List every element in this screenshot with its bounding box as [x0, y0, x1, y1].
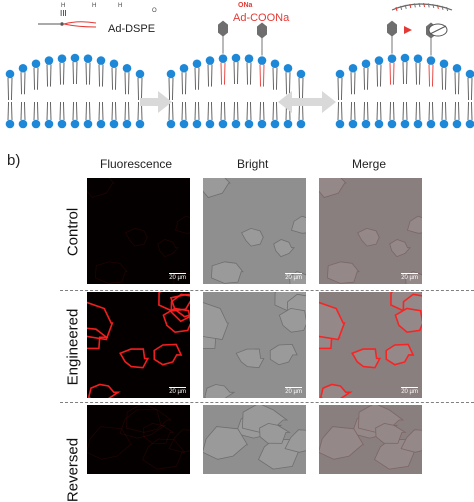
panel-letter-b: b) — [7, 152, 21, 169]
reversible-arrow — [278, 91, 336, 113]
scale-bar: 20 µm — [169, 273, 186, 281]
ad-dspe-label: Ad-DSPE — [108, 23, 156, 35]
column-heading-bright: Bright — [237, 157, 269, 171]
scale-bar: 20 µm — [169, 387, 186, 395]
row-separator-1 — [60, 290, 474, 291]
row-separator-2 — [60, 402, 474, 403]
scale-bar: 20 µm — [285, 387, 302, 395]
forward-arrow — [140, 91, 172, 113]
column-heading-fluorescence: Fluorescence — [100, 157, 173, 171]
svg-text:O: O — [152, 8, 157, 14]
svg-text:H: H — [92, 3, 96, 9]
scale-bar: 20 µm — [285, 273, 302, 281]
micrograph-control-bright: 20 µm — [203, 178, 306, 284]
row-label-engineered: Engineered — [64, 308, 82, 386]
scale-bar: 20 µm — [401, 387, 418, 395]
row-label-control: Control — [64, 207, 82, 257]
micrograph-engineered-merge: 20 µm — [319, 292, 422, 398]
column-heading-merge: Merge — [352, 157, 387, 171]
micrograph-engineered-fluor: 20 µm — [87, 292, 190, 398]
molecule-label-roman: III — [60, 9, 67, 18]
micrograph-reversed-merge — [319, 405, 422, 474]
anchor-molecules — [218, 20, 436, 56]
ona-label: ONa — [238, 2, 253, 9]
svg-text:H: H — [61, 3, 65, 9]
ad-coona-label: Ad-COONa — [233, 12, 290, 24]
micrograph-control-merge: 20 µm — [319, 178, 422, 284]
micrograph-engineered-bright: 20 µm — [203, 292, 306, 398]
binding-ligand-icon — [391, 2, 453, 37]
ad-dspe-molecule-icon: H H H O — [38, 3, 157, 28]
svg-text:H: H — [118, 3, 122, 9]
lipid-bilayers — [5, 53, 474, 129]
micrograph-control-fluor: 20 µm — [87, 178, 190, 284]
scale-bar: 20 µm — [401, 273, 418, 281]
schematic-diagram: H H H O — [5, 2, 474, 129]
micrograph-reversed-bright — [203, 405, 306, 474]
row-label-reversed: Reversed — [64, 437, 82, 502]
micrograph-reversed-fluor — [87, 405, 190, 474]
